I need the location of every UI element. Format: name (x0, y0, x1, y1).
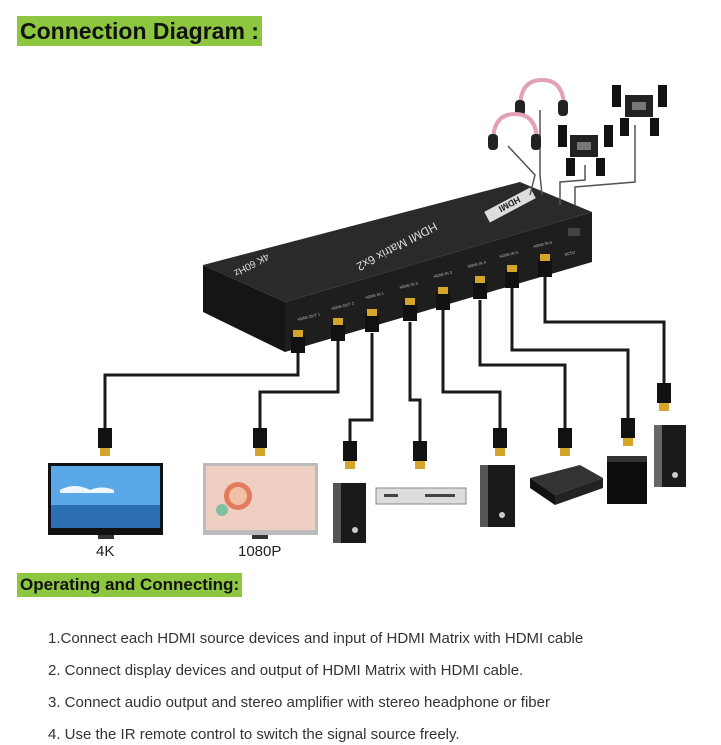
port-label-in6: HDMI IN 6 (533, 239, 553, 249)
tv-1080p (203, 463, 318, 539)
pc-tower-2 (480, 465, 515, 527)
headphones-icon (488, 77, 568, 150)
port-label-in2: HDMI IN 2 (399, 280, 419, 290)
set-top-box (530, 465, 603, 505)
step-1: 1.Connect each HDMI source devices and i… (48, 630, 584, 647)
hdmi-matrix-device: HDMI HDMI Matrix 6x2 4K 60Hz HDMI OUT 1 … (203, 182, 592, 352)
device-connectors (291, 254, 552, 353)
pc-tower-1 (333, 483, 366, 543)
port-label-out1: HDMI OUT 1 (297, 311, 321, 322)
step-4: 4. Use the IR remote control to switch t… (48, 726, 460, 743)
audio-cables (507, 110, 636, 205)
connection-diagram-title: Connection Diagram : (17, 16, 262, 46)
port-label-dc: DC5V (564, 249, 576, 257)
port-label-in1: HDMI IN 1 (365, 290, 385, 300)
step-3: 3. Connect audio output and stereo ampli… (48, 694, 550, 711)
speaker-system-icon (558, 85, 667, 176)
hdmi-logo-icon (484, 187, 536, 223)
connection-diagram: HDMI HDMI Matrix 6x2 4K 60Hz HDMI OUT 1 … (48, 77, 686, 543)
tv-1080p-label: 1080P (238, 543, 282, 560)
operating-section-title: Operating and Connecting: (17, 573, 243, 597)
game-console (607, 456, 647, 504)
tv-4k (48, 463, 163, 539)
port-label-in4: HDMI IN 4 (467, 259, 487, 269)
port-label-out2: HDMI OUT 2 (331, 300, 355, 311)
hdmi-cables (103, 275, 666, 443)
tv-4k-label: 4K (96, 543, 115, 560)
dvd-player (375, 487, 467, 505)
power-port-icon (568, 228, 580, 236)
cable-end-connectors (98, 383, 671, 469)
port-label-in5: HDMI IN 5 (499, 249, 519, 259)
step-2: 2. Connect display devices and output of… (48, 662, 524, 679)
pc-tower-3 (654, 425, 686, 487)
port-label-in3: HDMI IN 3 (433, 269, 453, 279)
